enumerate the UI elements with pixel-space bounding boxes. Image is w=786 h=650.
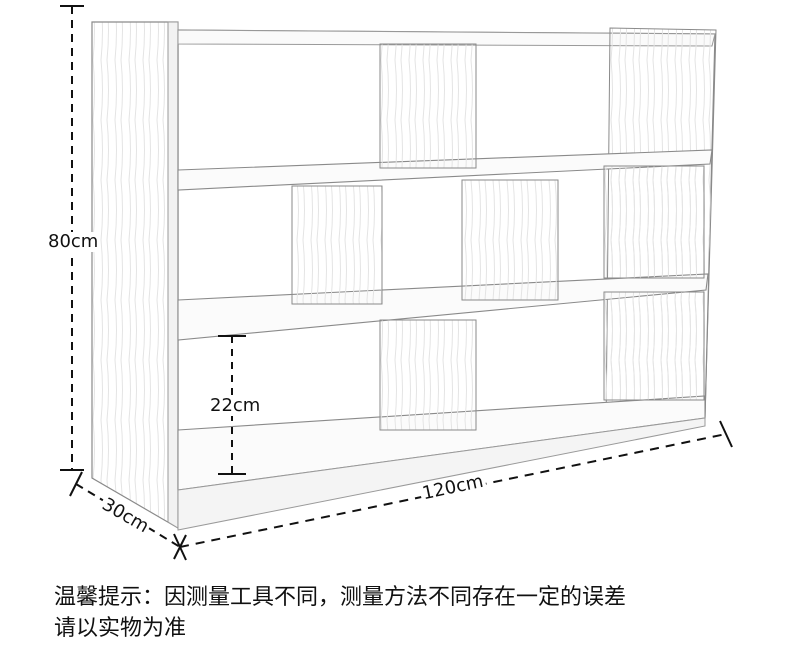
- partition-bottom-1: [379, 319, 477, 431]
- partition-bottom-2: [603, 291, 705, 401]
- height-label: 80cm: [46, 231, 101, 252]
- partition-top-1: [379, 43, 477, 169]
- partition-mid-1: [291, 185, 383, 305]
- partition-mid-3: [603, 165, 705, 279]
- bookshelf-illustration: [60, 5, 733, 561]
- partition-mid-2: [461, 179, 559, 301]
- bookshelf-diagram: 80cm 22cm 120cm 30cm: [46, 5, 733, 561]
- shelf-gap-label: 22cm: [208, 395, 263, 416]
- measurement-note-line-2: 请以实物为准: [54, 616, 187, 641]
- shelf-board-1: [177, 149, 713, 191]
- measurement-note-line-1: 温馨提示：因测量工具不同，测量方法不同存在一定的误差: [54, 585, 627, 610]
- base-plinth: [177, 417, 706, 531]
- left-side-inner-edge: [167, 21, 179, 529]
- left-side-panel: [91, 21, 179, 530]
